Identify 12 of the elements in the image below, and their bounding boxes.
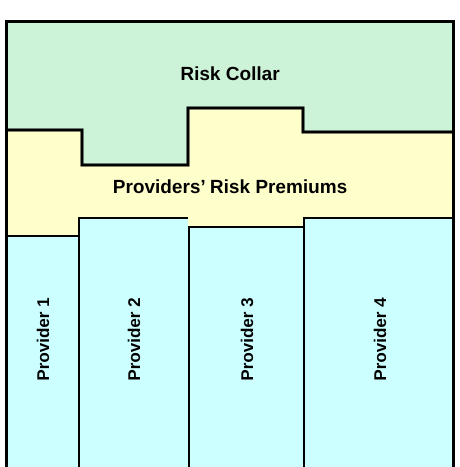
column-label: Provider 4 xyxy=(371,297,391,381)
provider-column xyxy=(5,235,78,467)
band-label: Providers’ Risk Premiums xyxy=(112,177,348,199)
column-label: Provider 2 xyxy=(125,297,145,381)
layer-band xyxy=(5,108,455,236)
layer-band xyxy=(5,20,455,166)
provider-column xyxy=(188,226,303,467)
column-label: Provider 3 xyxy=(238,297,258,381)
provider-column xyxy=(78,217,188,467)
column-label: Provider 1 xyxy=(34,297,54,381)
band-label: Risk Collar xyxy=(180,64,280,86)
provider-column xyxy=(303,217,455,467)
